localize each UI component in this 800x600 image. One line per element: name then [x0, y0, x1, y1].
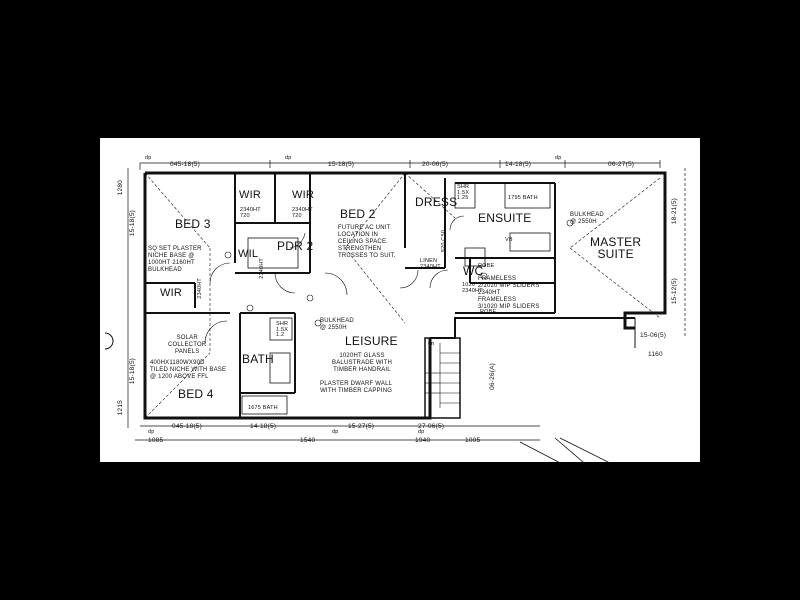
note-tiled-niche: 400HX1180WX90D TILED NICHE WITH BASE @ 1… — [150, 360, 227, 380]
room-label-wc: WC — [463, 264, 484, 278]
note-bath-1795: 1795 BATH — [508, 195, 538, 201]
floor-plan-drawing — [104, 160, 686, 462]
dim-bottom-2: 14-18(5) — [250, 423, 277, 430]
dim-bottom-4: 27-06(5) — [418, 423, 445, 430]
dim-right-4: 06-26(A) — [489, 363, 496, 390]
dim-right-2: 15-12(5) — [671, 278, 678, 305]
note-shower-lower: SHR 1.5X 1.2 — [276, 321, 289, 338]
dim-left-1: 1280 — [117, 180, 124, 196]
dp-mark-5: dp — [332, 429, 339, 435]
note-linen: LINEN 2340HT — [420, 258, 441, 270]
dim-top-2: 15-18(5) — [328, 161, 355, 168]
dim-bottom-1: 045-18(5) — [172, 423, 202, 430]
note-plaster-dwarf-wall: PLASTER DWARF WALL WITH TIMBER CAPPING — [320, 381, 393, 394]
room-label-pdr-2: PDR 2 — [277, 239, 314, 253]
note-shower-upper: SHR 1.5X 1.25 — [457, 184, 470, 201]
dim-top-3: 20-06(5) — [422, 161, 449, 168]
room-label-wir-b: WIR — [292, 189, 314, 201]
dim-right-5: 1160 — [648, 351, 663, 358]
dim-top-5: 06-27(5) — [608, 161, 635, 168]
room-label-wir-c: WIR — [160, 287, 182, 299]
note-wir-b-height: 2340HT 720 — [292, 207, 313, 219]
note-vanity-basin: VB — [505, 237, 513, 243]
note-wir-a-height: 2340HT 720 — [240, 207, 261, 219]
note-future-ac: FUTURE AC UNIT LOCATION IN CEILING SPACE… — [338, 225, 396, 259]
room-label-wil: WIL — [238, 248, 259, 260]
dp-mark-1: dp — [145, 155, 152, 161]
note-glass-balustrade: 1020HT GLASS BALUSTRADE WITH TIMBER HAND… — [332, 353, 393, 373]
note-solar-panels: SOLAR COLLECTOR PANELS — [168, 335, 207, 355]
room-label-bed-4: BED 4 — [178, 387, 214, 401]
note-stair-down: dn — [428, 341, 435, 347]
dim-left-4: 15-18(5) — [129, 358, 136, 385]
dim-bottom-3: 15-27(5) — [348, 423, 375, 430]
room-label-bed-3: BED 3 — [175, 217, 211, 231]
room-label-leisure: LEISURE — [345, 334, 398, 348]
dim-top-4: 14-18(5) — [505, 161, 532, 168]
dim-bottom-lower-1: 1085 — [148, 437, 164, 444]
note-bulkhead-leisure: BULKHEAD @ 2550H — [320, 318, 354, 331]
note-bulkhead-master: BULKHEAD @ 2550H — [570, 212, 604, 225]
dim-left-2: 15-18(5) — [129, 210, 136, 237]
room-label-bed-2: BED 2 — [340, 207, 376, 221]
note-frameless-sliders: FRAMELESS 2/1020 MIP SLIDERS 2340HT FRAM… — [478, 276, 540, 310]
note-sq-set-plaster: SQ SET PLASTER NICHE BASE @ 1000HT 2160H… — [148, 246, 202, 273]
dp-mark-4: dp — [148, 429, 155, 435]
note-bath-1675: 1675 BATH — [248, 405, 278, 411]
note-wil-height: 2340HT — [259, 258, 265, 279]
note-wir-c-height: 2340HT — [197, 278, 203, 299]
dim-left-3: 1215 — [117, 400, 124, 416]
room-label-wir-a: WIR — [239, 189, 261, 201]
floor-plan-panel: BED 3 BED 2 BED 4 WIR WIR WIR WIL PDR 2 … — [100, 138, 700, 462]
dim-right-1: 18-21(5) — [671, 198, 678, 225]
dp-mark-2: dp — [285, 155, 292, 161]
room-label-ensuite: ENSUITE — [478, 211, 532, 225]
dp-mark-6: dp — [418, 429, 425, 435]
dim-top-1: 045-18(5) — [170, 161, 200, 168]
note-robe-bottom: ROBE — [480, 309, 497, 315]
dim-bottom-lower-4: 1005 — [465, 437, 481, 444]
dim-bottom-lower-3: 1940 — [415, 437, 431, 444]
room-label-bath: BATH — [242, 352, 274, 366]
dim-right-3: 15-06(5) — [640, 332, 667, 339]
note-robe-top: ROBE — [478, 263, 495, 269]
note-920-c50: 920 C50 — [441, 230, 447, 253]
room-label-dress: DRESS — [415, 195, 458, 209]
room-label-master-suite: MASTER SUITE — [590, 235, 642, 261]
dim-bottom-lower-2: 1540 — [300, 437, 316, 444]
dp-mark-3: dp — [555, 155, 562, 161]
note-1020-height: 1020 2340HT — [462, 282, 483, 294]
